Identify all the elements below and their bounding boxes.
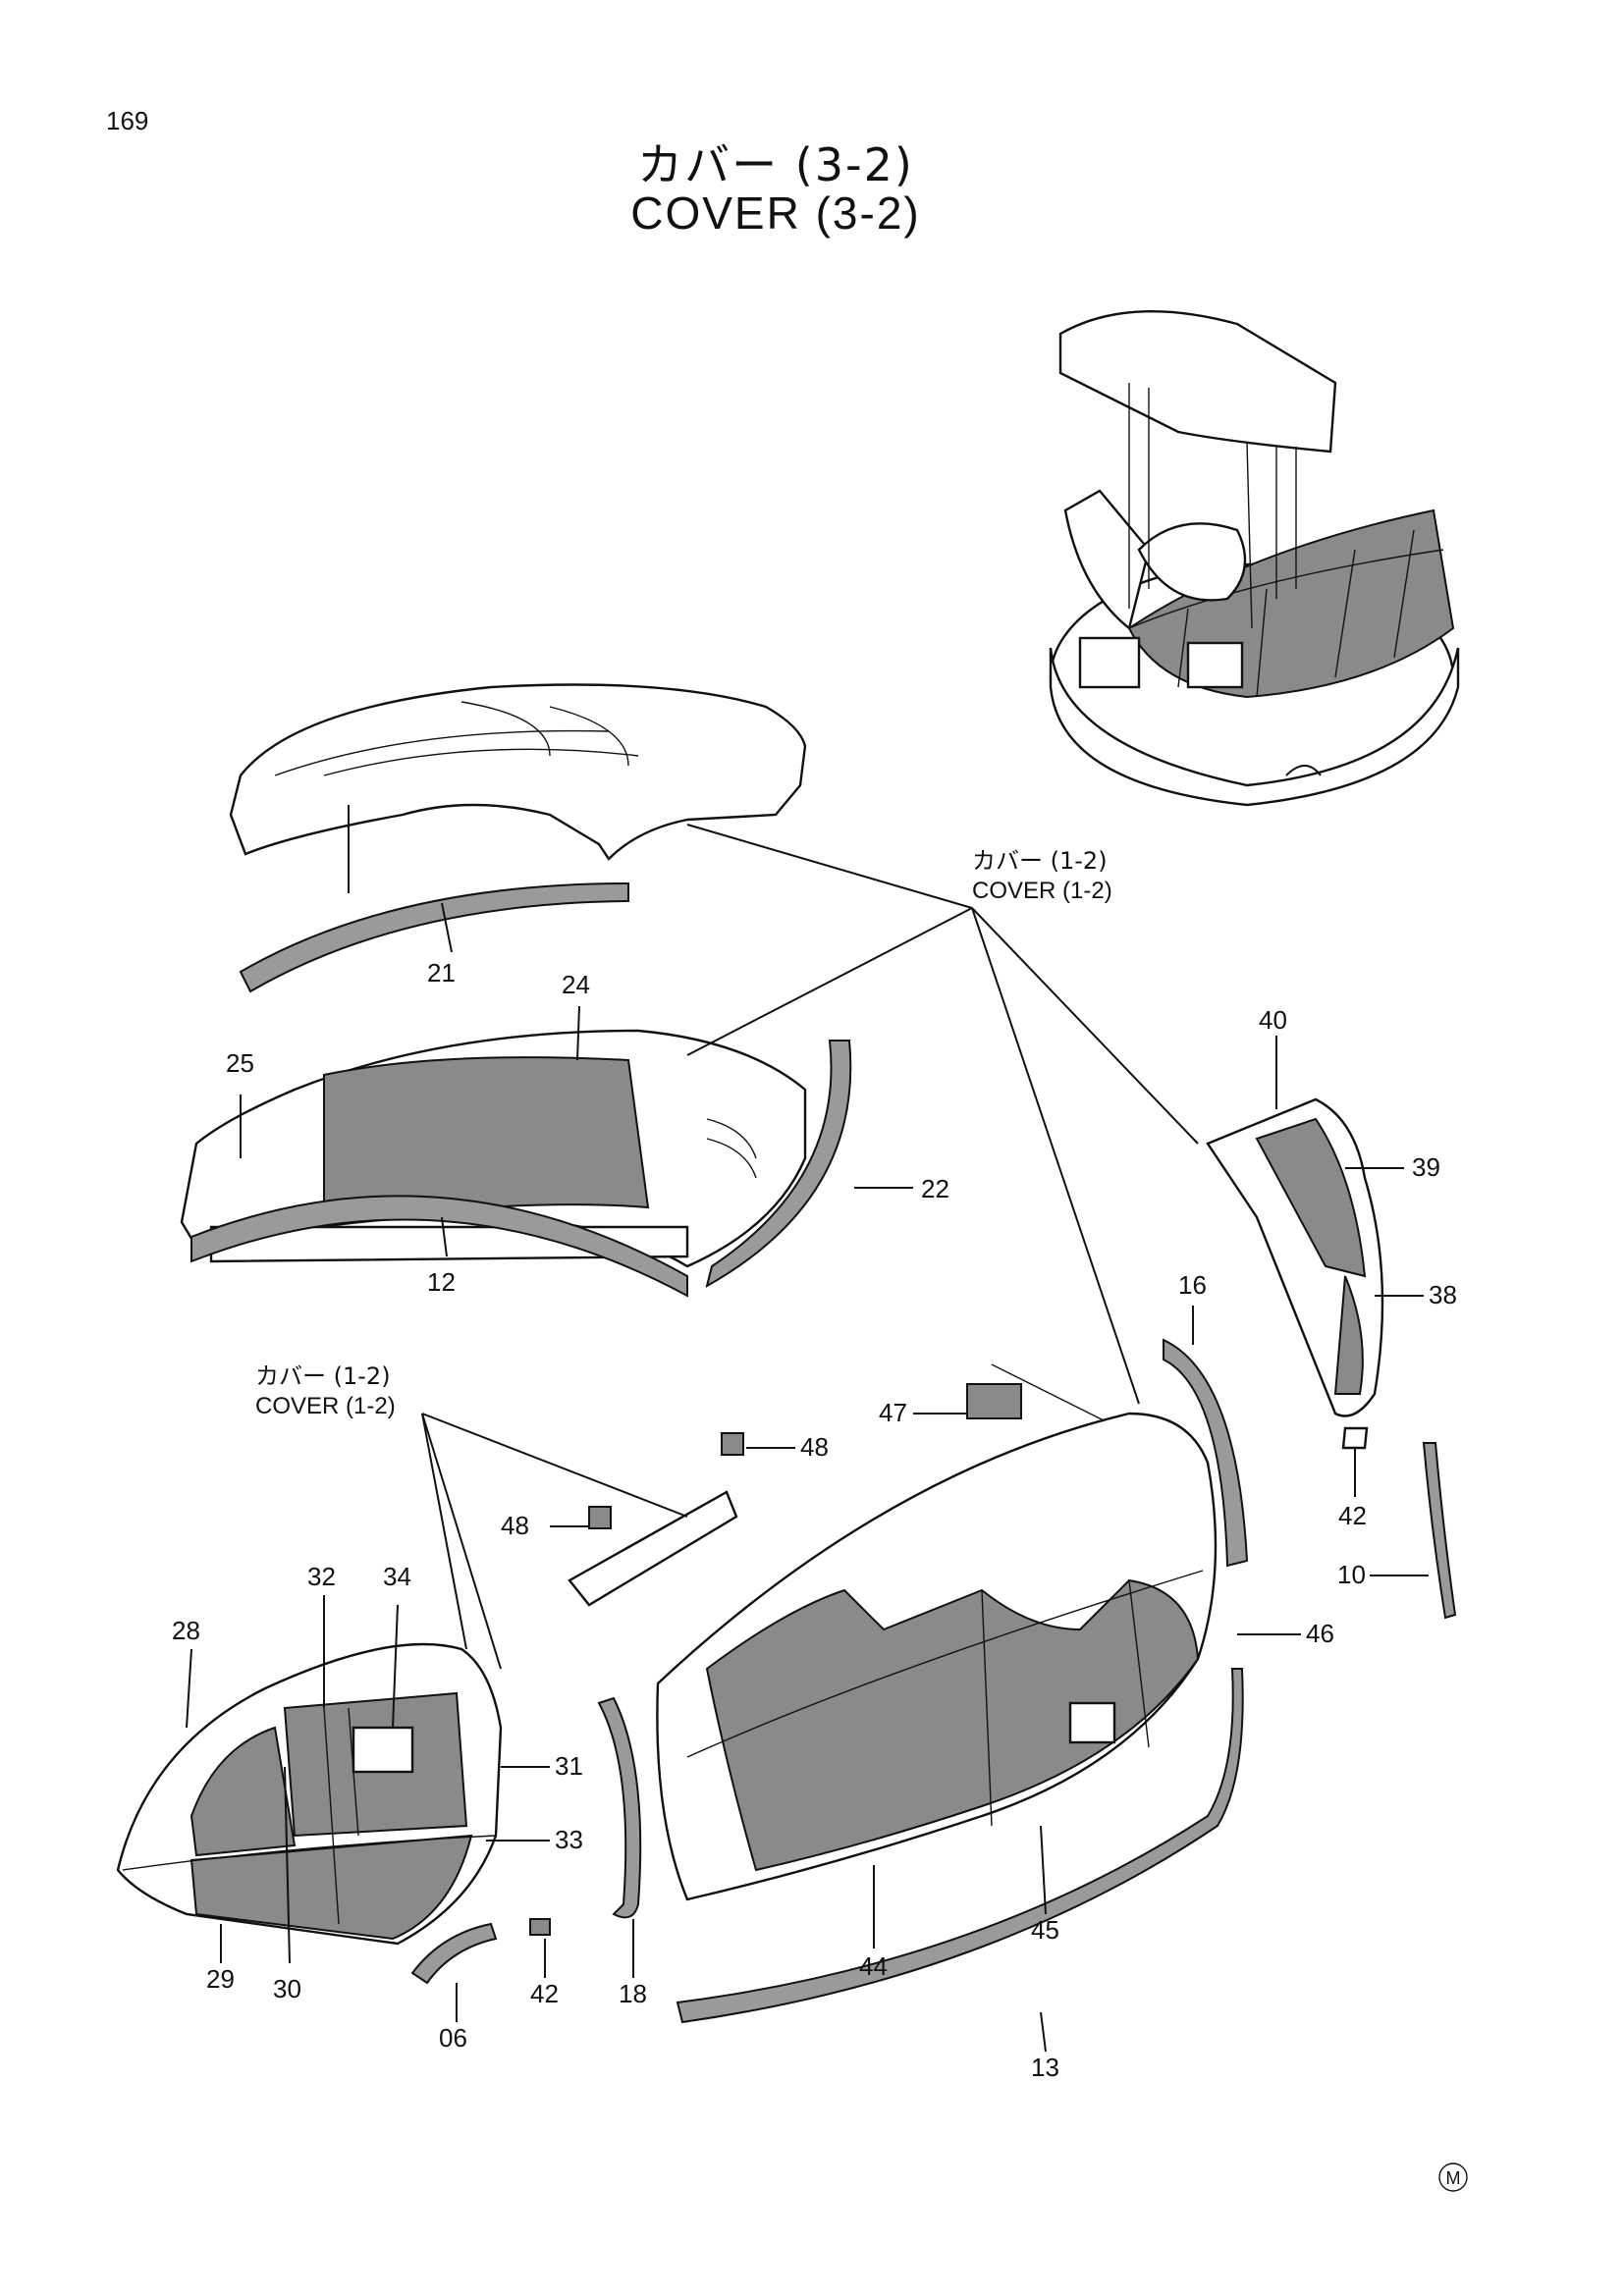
- callout-16: 16: [1178, 1270, 1207, 1300]
- callout-18: 18: [619, 1979, 647, 2008]
- top-cover-part: [229, 683, 807, 861]
- clip-42-left: [529, 1918, 551, 1936]
- callout-30: 30: [273, 1974, 301, 2003]
- svg-text:M: M: [1446, 2168, 1461, 2188]
- callout-48-a: 48: [800, 1432, 829, 1462]
- callout-40: 40: [1259, 1005, 1287, 1035]
- title-english: COVER (3-2): [630, 187, 921, 239]
- left-rear-cover-part: [116, 1642, 503, 1946]
- callout-42-left: 42: [530, 1979, 559, 2008]
- callout-38: 38: [1429, 1280, 1457, 1309]
- reference-label-jp-1: カバー (1-2): [972, 847, 1108, 875]
- callout-13: 13: [1031, 2053, 1059, 2082]
- seal-strip-10: [1422, 1442, 1457, 1620]
- callout-25: 25: [226, 1048, 254, 1078]
- title-japanese: カバー (3-2): [637, 138, 914, 191]
- bracket-part: [568, 1363, 1120, 1607]
- machine-inset-illustration: [1049, 309, 1460, 807]
- callout-10: 10: [1337, 1560, 1366, 1589]
- side-cover-part: [1206, 1097, 1384, 1450]
- callout-46: 46: [1306, 1619, 1334, 1648]
- reference-label-jp-2: カバー (1-2): [255, 1362, 391, 1390]
- callout-12: 12: [427, 1267, 456, 1297]
- callout-32: 32: [307, 1562, 336, 1591]
- callout-29: 29: [206, 1964, 235, 1994]
- rear-cover-part: [656, 1412, 1218, 1901]
- page-number: 169: [106, 106, 149, 135]
- seal-strip-16: [1163, 1338, 1249, 1568]
- callout-45: 45: [1031, 1915, 1059, 1945]
- callout-48-b: 48: [501, 1511, 529, 1540]
- callout-31: 31: [555, 1751, 583, 1781]
- callout-34: 34: [383, 1562, 411, 1591]
- callout-47: 47: [879, 1398, 907, 1427]
- seal-strip-13: [676, 1668, 1244, 2024]
- callout-06: 06: [439, 2023, 467, 2053]
- reference-label-en-1: COVER (1-2): [972, 878, 1112, 904]
- callout-21: 21: [427, 958, 456, 988]
- callout-42-right: 42: [1338, 1501, 1367, 1530]
- seal-strip-18: [597, 1696, 642, 1919]
- callout-39: 39: [1412, 1152, 1440, 1182]
- reference-label-en-2: COVER (1-2): [255, 1393, 396, 1419]
- leader-lines: [186, 824, 1429, 2053]
- callout-22: 22: [921, 1174, 949, 1203]
- callout-33: 33: [555, 1825, 583, 1854]
- callout-28: 28: [172, 1616, 200, 1645]
- callout-44: 44: [859, 1951, 888, 1981]
- seal-strip-21: [239, 881, 629, 993]
- seal-strip-06: [410, 1922, 498, 1985]
- callout-24: 24: [562, 970, 590, 999]
- seal-strip-12: [190, 1195, 688, 1298]
- circled-m-mark: M: [1438, 2163, 1468, 2192]
- seal-strip-22: [705, 1040, 852, 1289]
